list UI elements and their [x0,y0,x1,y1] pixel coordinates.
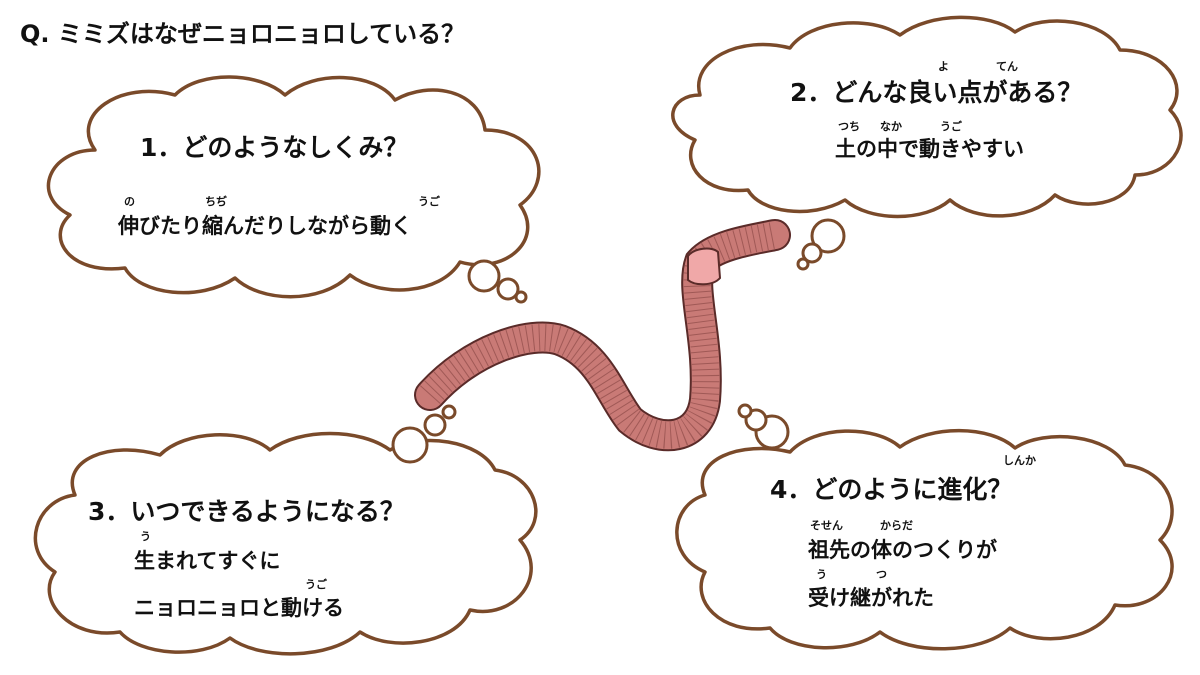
bubble-2-ruby: うご [940,120,962,133]
bubble-2-ruby: なか [880,120,902,133]
worm-clitellum [687,247,722,286]
bubble-4-ruby: からだ [880,519,913,532]
bubble-4-ruby: そせん [810,519,843,532]
bubble-3-line: 生まれてすぐに [134,549,281,573]
bubble-2-title-ruby: よ [938,60,949,73]
thought-bubble-dot [467,259,501,293]
thought-bubble-dot [423,413,447,437]
thought-cloud-4 [675,428,1174,651]
thought-bubble-dot [796,257,810,271]
thought-cloud-2 [671,15,1183,219]
thought-cloud-1 [46,75,541,299]
bubble-4-line: 受け継がれた [808,586,934,610]
bubble-4-title: 4．どのように進化？ [770,475,1013,504]
bubble-2-title-ruby: てん [996,60,1018,73]
bubble-4-line: 祖先の体のつくりが [808,538,997,562]
bubble-3-line: ニョロニョロと動ける [134,596,344,620]
thought-bubble-dot [496,277,520,301]
bubble-4-ruby: つ [876,568,887,581]
bubble-2-title: 2．どんな良い点がある？ [790,78,1083,107]
bubble-3-ruby: う [140,530,151,543]
bubble-1-ruby: うご [418,195,440,208]
bubble-1-ruby: ちぢ [205,195,227,208]
thought-cloud-3 [33,431,538,656]
bubble-3-ruby: うご [305,578,327,591]
bubble-3-title: 3．いつできるようになる？ [88,497,405,526]
bubble-4-title-ruby: しんか [1003,454,1036,467]
thought-bubble-dot [737,403,753,419]
bubble-4-ruby: う [816,568,827,581]
earthworm-illustration [414,219,791,452]
bubble-2-line: 土の中で動きやすい [835,137,1024,161]
bubble-1-title: 1．どのようなしくみ？ [140,133,409,162]
thought-bubble-dot [514,290,528,304]
thought-bubble-dot [801,242,823,264]
thought-bubble-dot [810,218,846,254]
bubble-1-line: 伸びたり縮んだりしながら動く [118,214,412,238]
bubble-1-ruby: の [124,195,135,208]
bubble-2-ruby: つち [838,120,860,133]
question-heading: Q. ミミズはなぜニョロニョロしている？ [20,20,466,48]
thought-bubble-dot [391,426,429,464]
thought-bubble-dot [441,404,457,420]
